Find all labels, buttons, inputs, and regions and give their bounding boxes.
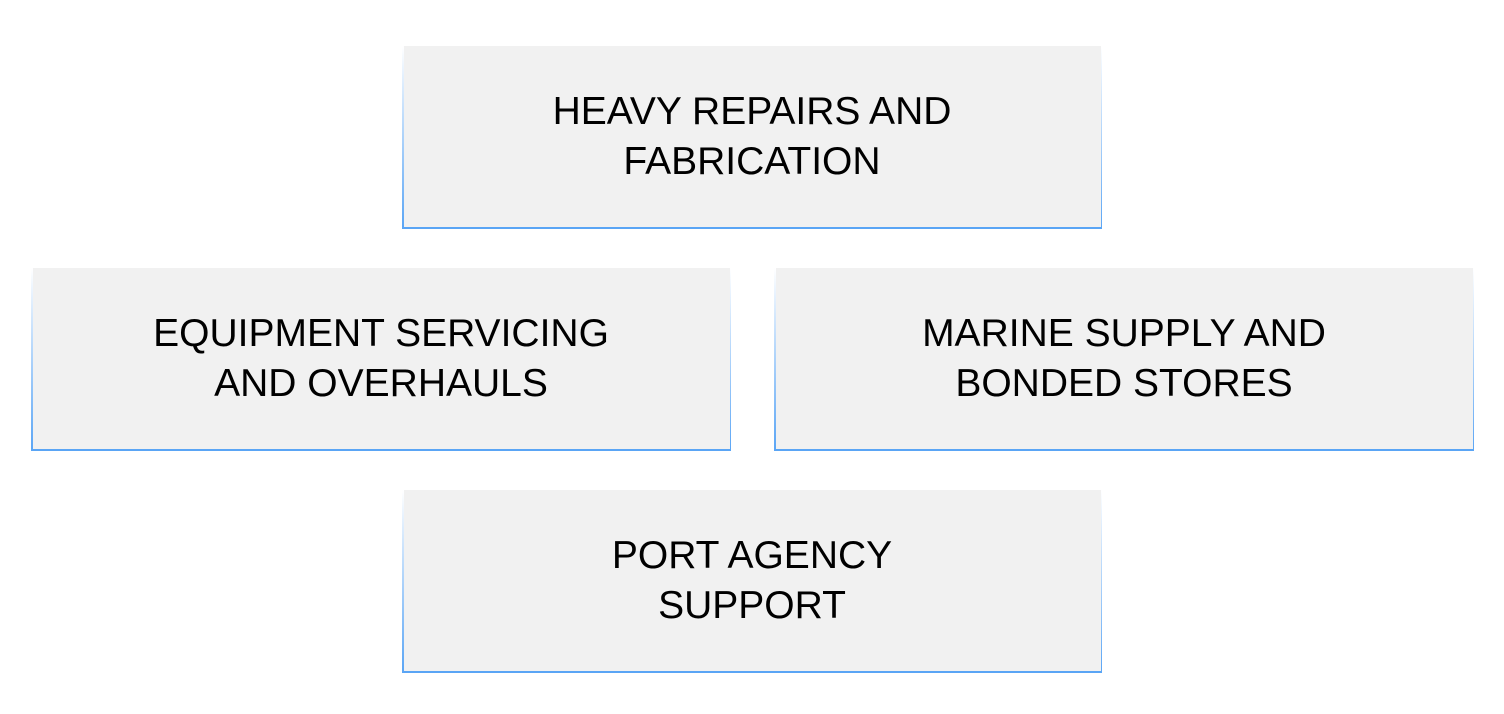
box-label: MARINE SUPPLY AND BONDED STORES xyxy=(922,311,1326,405)
box-port-agency: PORT AGENCY SUPPORT xyxy=(402,490,1102,673)
box-label: EQUIPMENT SERVICING AND OVERHAULS xyxy=(153,311,609,405)
box-label: PORT AGENCY SUPPORT xyxy=(611,533,893,627)
box-label: HEAVY REPAIRS AND FABRICATION xyxy=(552,89,952,183)
box-equipment-servicing: EQUIPMENT SERVICING AND OVERHAULS xyxy=(31,268,731,451)
box-marine-supply: MARINE SUPPLY AND BONDED STORES xyxy=(774,268,1474,451)
box-heavy-repairs: HEAVY REPAIRS AND FABRICATION xyxy=(402,46,1102,229)
